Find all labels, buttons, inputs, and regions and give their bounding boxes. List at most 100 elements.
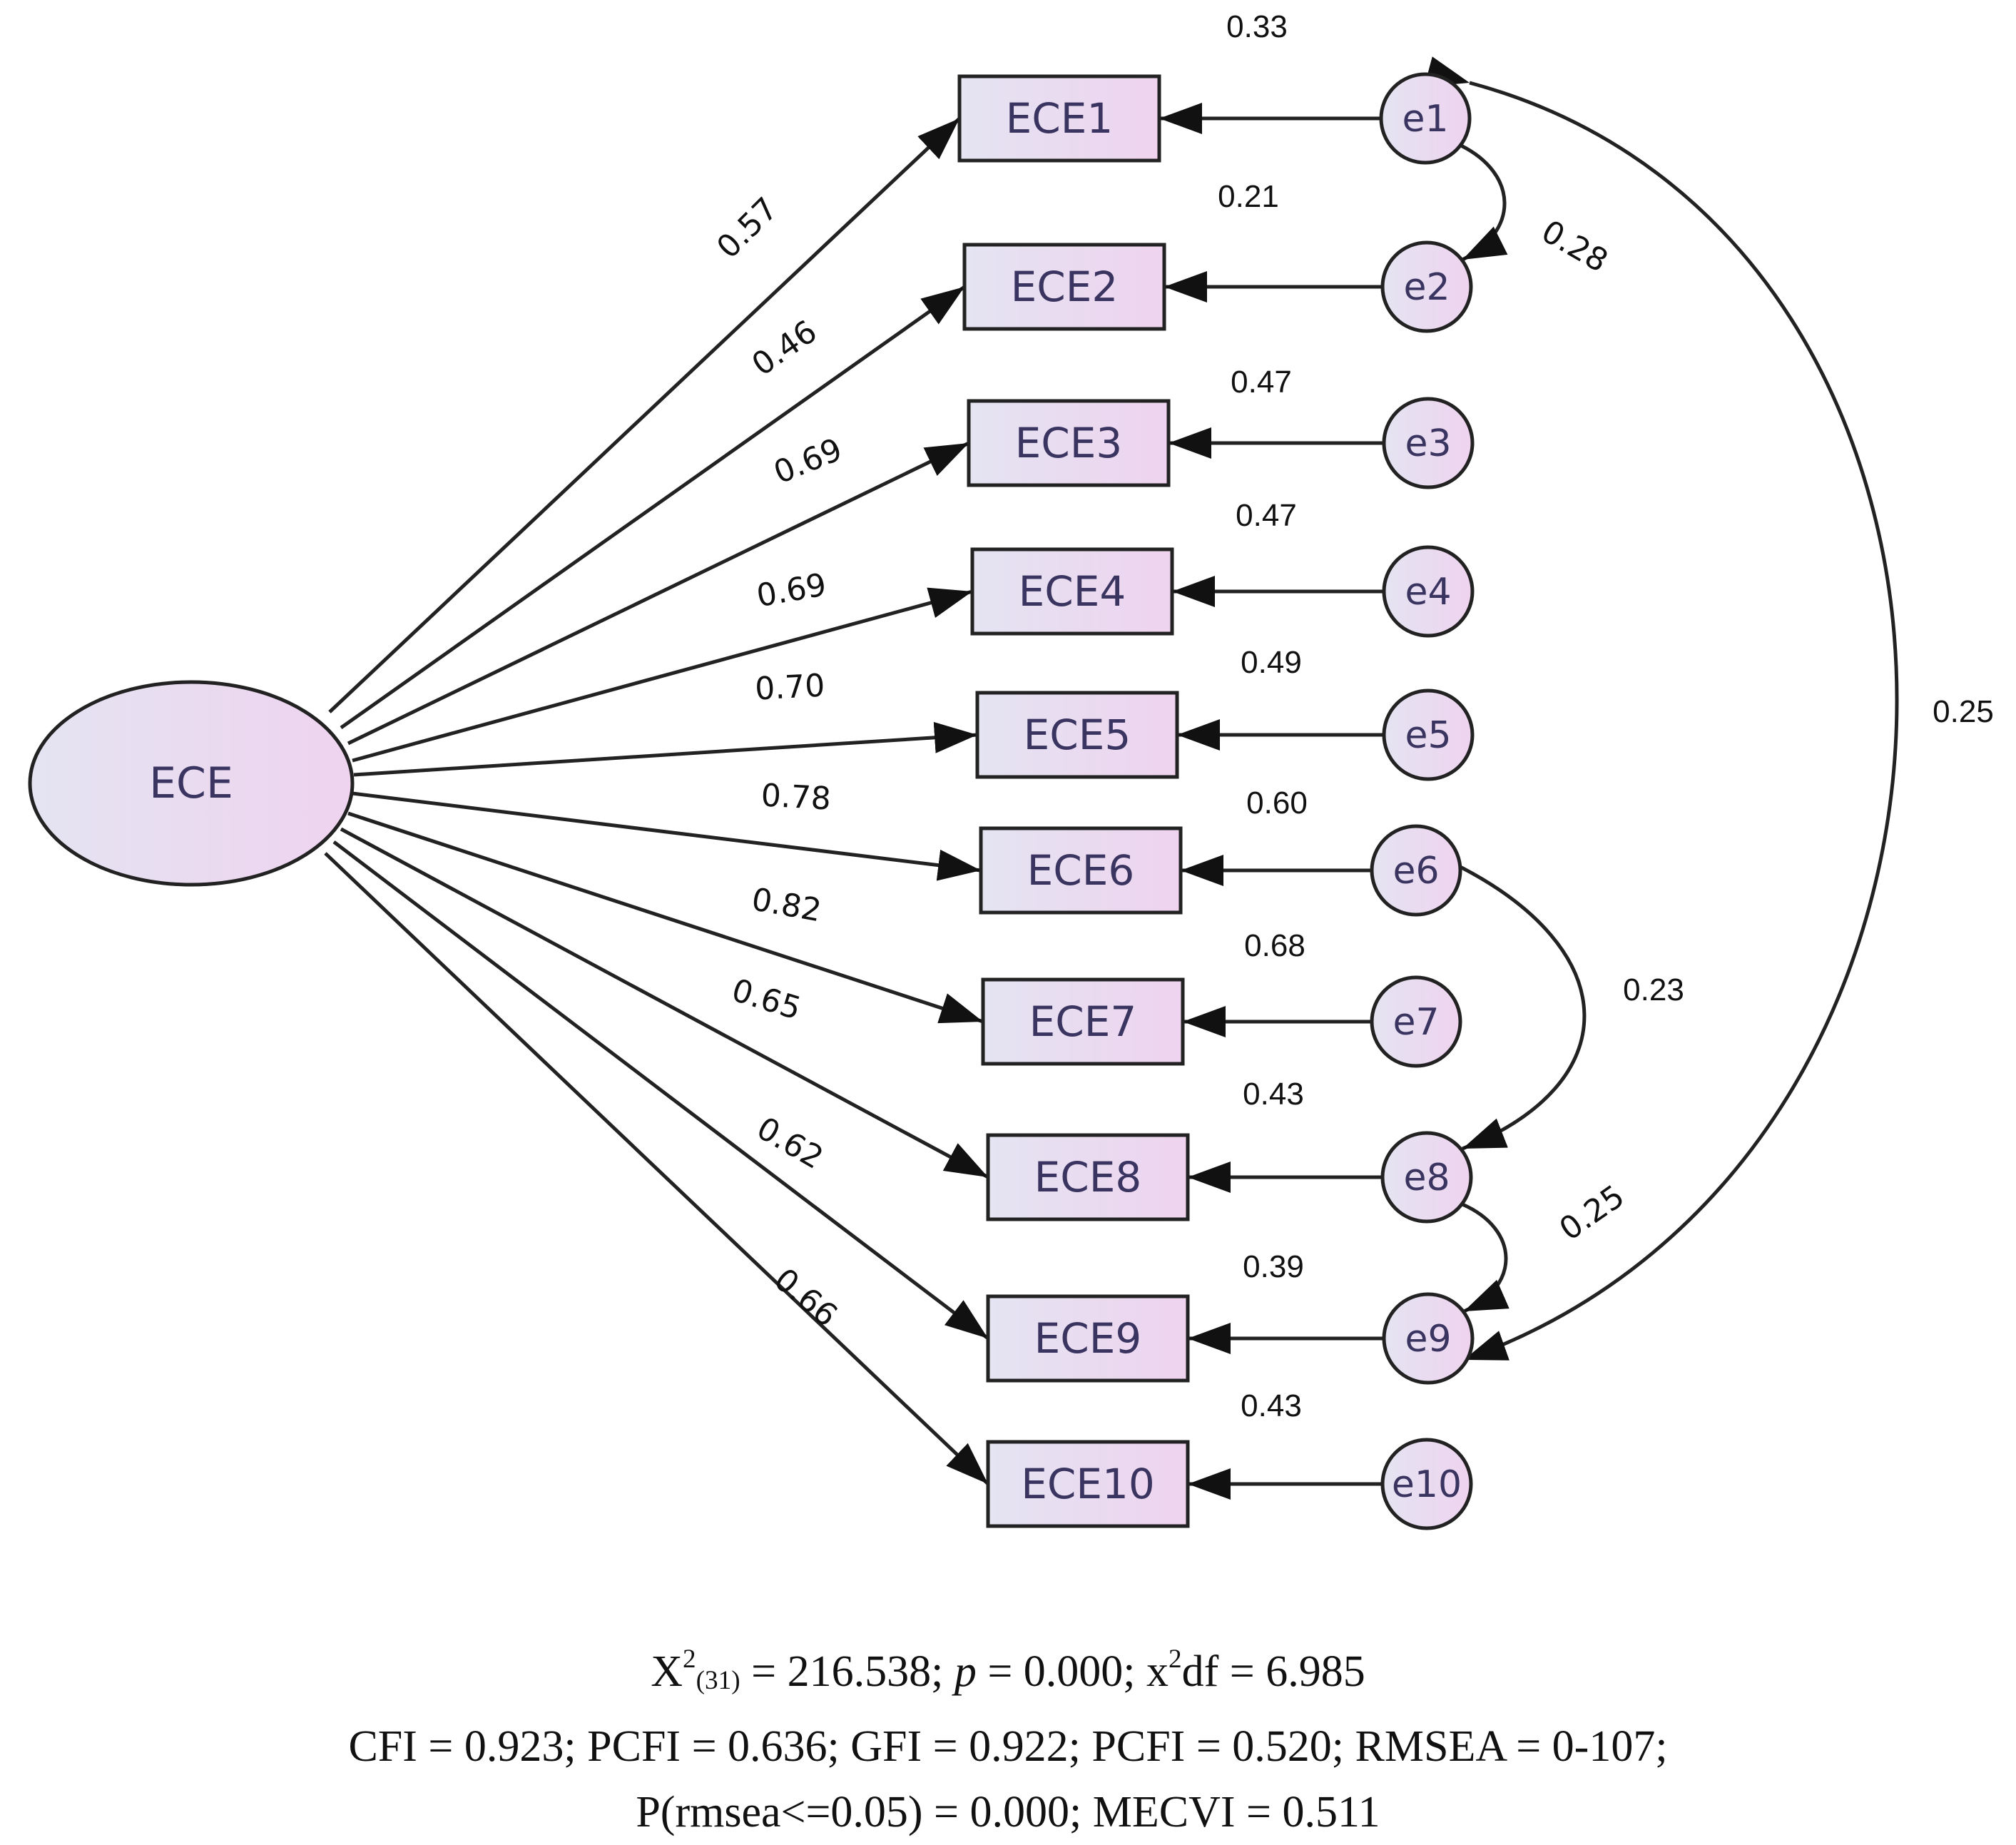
- indicator-ece9: ECE9: [986, 1294, 1190, 1383]
- loading-path-ece2: [340, 285, 966, 730]
- error-circle: [1382, 688, 1475, 781]
- error-e10: e10: [1380, 1438, 1473, 1530]
- indicator-label: ECE5: [1024, 711, 1131, 759]
- indicator-label: ECE7: [1029, 997, 1137, 1046]
- loading-path-ece1: [328, 117, 961, 713]
- loading-value-ece1: 0.57: [710, 190, 785, 265]
- error-circle: [1370, 975, 1462, 1068]
- p-value: = 0.000; x: [976, 1647, 1169, 1697]
- loading-value-ece6: 0.78: [760, 777, 833, 817]
- error-label: e7: [1393, 1001, 1439, 1044]
- loading-value-ece2: 0.46: [745, 313, 824, 383]
- error-circle: [1382, 397, 1475, 489]
- indicator-ece4: ECE4: [970, 547, 1174, 636]
- indicator-label: ECE8: [1034, 1153, 1142, 1201]
- loading-path-ece6: [352, 791, 982, 881]
- indicator-box: [981, 977, 1185, 1066]
- indicator-ece8: ECE8: [986, 1133, 1190, 1221]
- ratio-sup: 2: [1169, 1645, 1182, 1674]
- covariance-value-e1-e9: 0.25: [1933, 694, 1994, 729]
- error-label: e3: [1405, 422, 1451, 465]
- chi-sup: 2: [683, 1645, 696, 1674]
- indicator-box: [962, 243, 1166, 331]
- loading-path-ece5: [353, 721, 978, 777]
- loading-value-ece5: 0.70: [754, 667, 826, 707]
- fit-line-2: CFI = 0.923; PCFI = 0.636; GFI = 0.922; …: [348, 1722, 1668, 1771]
- error-e1: e1: [1379, 72, 1472, 165]
- indicator-ece3: ECE3: [967, 399, 1171, 487]
- r2-value-ece6: 0.60: [1246, 786, 1308, 820]
- error-e3: e3: [1382, 397, 1475, 489]
- error-e8: e8: [1380, 1131, 1473, 1224]
- indicator-ece5: ECE5: [975, 691, 1179, 779]
- indicator-box: [957, 74, 1161, 163]
- covariance-value-e1-e2: 0.28: [1535, 213, 1614, 280]
- error-e5: e5: [1382, 688, 1475, 781]
- loading-value-ece8: 0.65: [728, 972, 805, 1027]
- r2-value-ece9: 0.39: [1243, 1249, 1304, 1284]
- latent-ellipse: [28, 680, 355, 887]
- r2-value-ece10: 0.43: [1241, 1388, 1302, 1423]
- loading-value-ece4: 0.69: [754, 566, 829, 614]
- error-label: e2: [1403, 266, 1450, 309]
- indicator-box: [986, 1440, 1190, 1528]
- indicator-box: [986, 1294, 1190, 1383]
- r2-value-ece4: 0.47: [1236, 498, 1297, 533]
- error-label: e5: [1405, 714, 1451, 757]
- indicator-ece6: ECE6: [979, 826, 1183, 915]
- error-circle: [1380, 1131, 1473, 1224]
- latent-label: ECE: [149, 758, 233, 808]
- indicator-label: ECE6: [1027, 846, 1135, 895]
- loading-path-ece8: [340, 827, 989, 1179]
- indicator-box: [986, 1133, 1190, 1221]
- indicator-label: ECE10: [1021, 1460, 1155, 1508]
- loading-path-ece10: [324, 852, 989, 1485]
- error-e4: e4: [1382, 545, 1475, 638]
- indicator-label: ECE4: [1019, 567, 1126, 616]
- r2-value-ece7: 0.68: [1244, 928, 1305, 963]
- indicator-ece10: ECE10: [986, 1440, 1190, 1528]
- chi-df: (31): [696, 1665, 740, 1695]
- covariance-e6-e8: [1407, 830, 1587, 1151]
- r2-value-ece8: 0.43: [1243, 1077, 1304, 1112]
- indicator-label: ECE1: [1006, 94, 1114, 143]
- loading-value-ece3: 0.69: [769, 432, 847, 492]
- loading-path-ece3: [347, 441, 970, 746]
- error-label: e8: [1403, 1157, 1450, 1199]
- error-label: e4: [1405, 571, 1451, 614]
- loading-path-ece9: [332, 840, 989, 1340]
- loading-path-ece4: [352, 587, 973, 763]
- r2-value-ece3: 0.47: [1231, 365, 1292, 400]
- error-circle: [1380, 240, 1473, 333]
- error-e7: e7: [1370, 975, 1462, 1068]
- covariance-value-e6-e8: 0.23: [1623, 972, 1684, 1007]
- indicator-box: [975, 691, 1179, 779]
- error-label: e6: [1393, 850, 1439, 893]
- covariance-e1-e9: [1424, 56, 1899, 1362]
- error-e2: e2: [1380, 240, 1473, 333]
- chi-value: = 216.538;: [740, 1647, 954, 1697]
- loading-path-ece7: [347, 811, 984, 1024]
- covariance-value-e8-e9: 0.25: [1553, 1178, 1631, 1248]
- indicator-ece1: ECE1: [957, 74, 1161, 163]
- error-circle: [1382, 1292, 1475, 1385]
- error-e9: e9: [1382, 1292, 1475, 1385]
- covariance-e1-e2: [1415, 112, 1508, 262]
- latent-ece: ECE: [28, 680, 355, 887]
- fit-line-3: P(rmsea<=0.05) = 0.000; MECVI = 0.511: [636, 1787, 1380, 1836]
- covariance-e8-e9: [1417, 1172, 1510, 1313]
- loading-value-ece7: 0.82: [749, 881, 824, 929]
- r2-value-ece5: 0.49: [1241, 645, 1302, 680]
- error-circle: [1382, 545, 1475, 638]
- chi-symbol: X: [651, 1647, 683, 1697]
- loading-value-ece10: 0.66: [767, 1261, 844, 1334]
- error-circle: [1380, 1438, 1473, 1530]
- ratio-value: df = 6.985: [1181, 1647, 1365, 1697]
- indicator-ece2: ECE2: [962, 243, 1166, 331]
- error-circle: [1379, 72, 1472, 165]
- error-label: e10: [1392, 1463, 1462, 1506]
- indicator-ece7: ECE7: [981, 977, 1185, 1066]
- fit-line-1: X2(31) = 216.538; p = 0.000; x2df = 6.98…: [0, 1627, 2016, 1714]
- indicator-label: ECE2: [1011, 263, 1119, 311]
- fit-statistics: X2(31) = 216.538; p = 0.000; x2df = 6.98…: [0, 1627, 2016, 1845]
